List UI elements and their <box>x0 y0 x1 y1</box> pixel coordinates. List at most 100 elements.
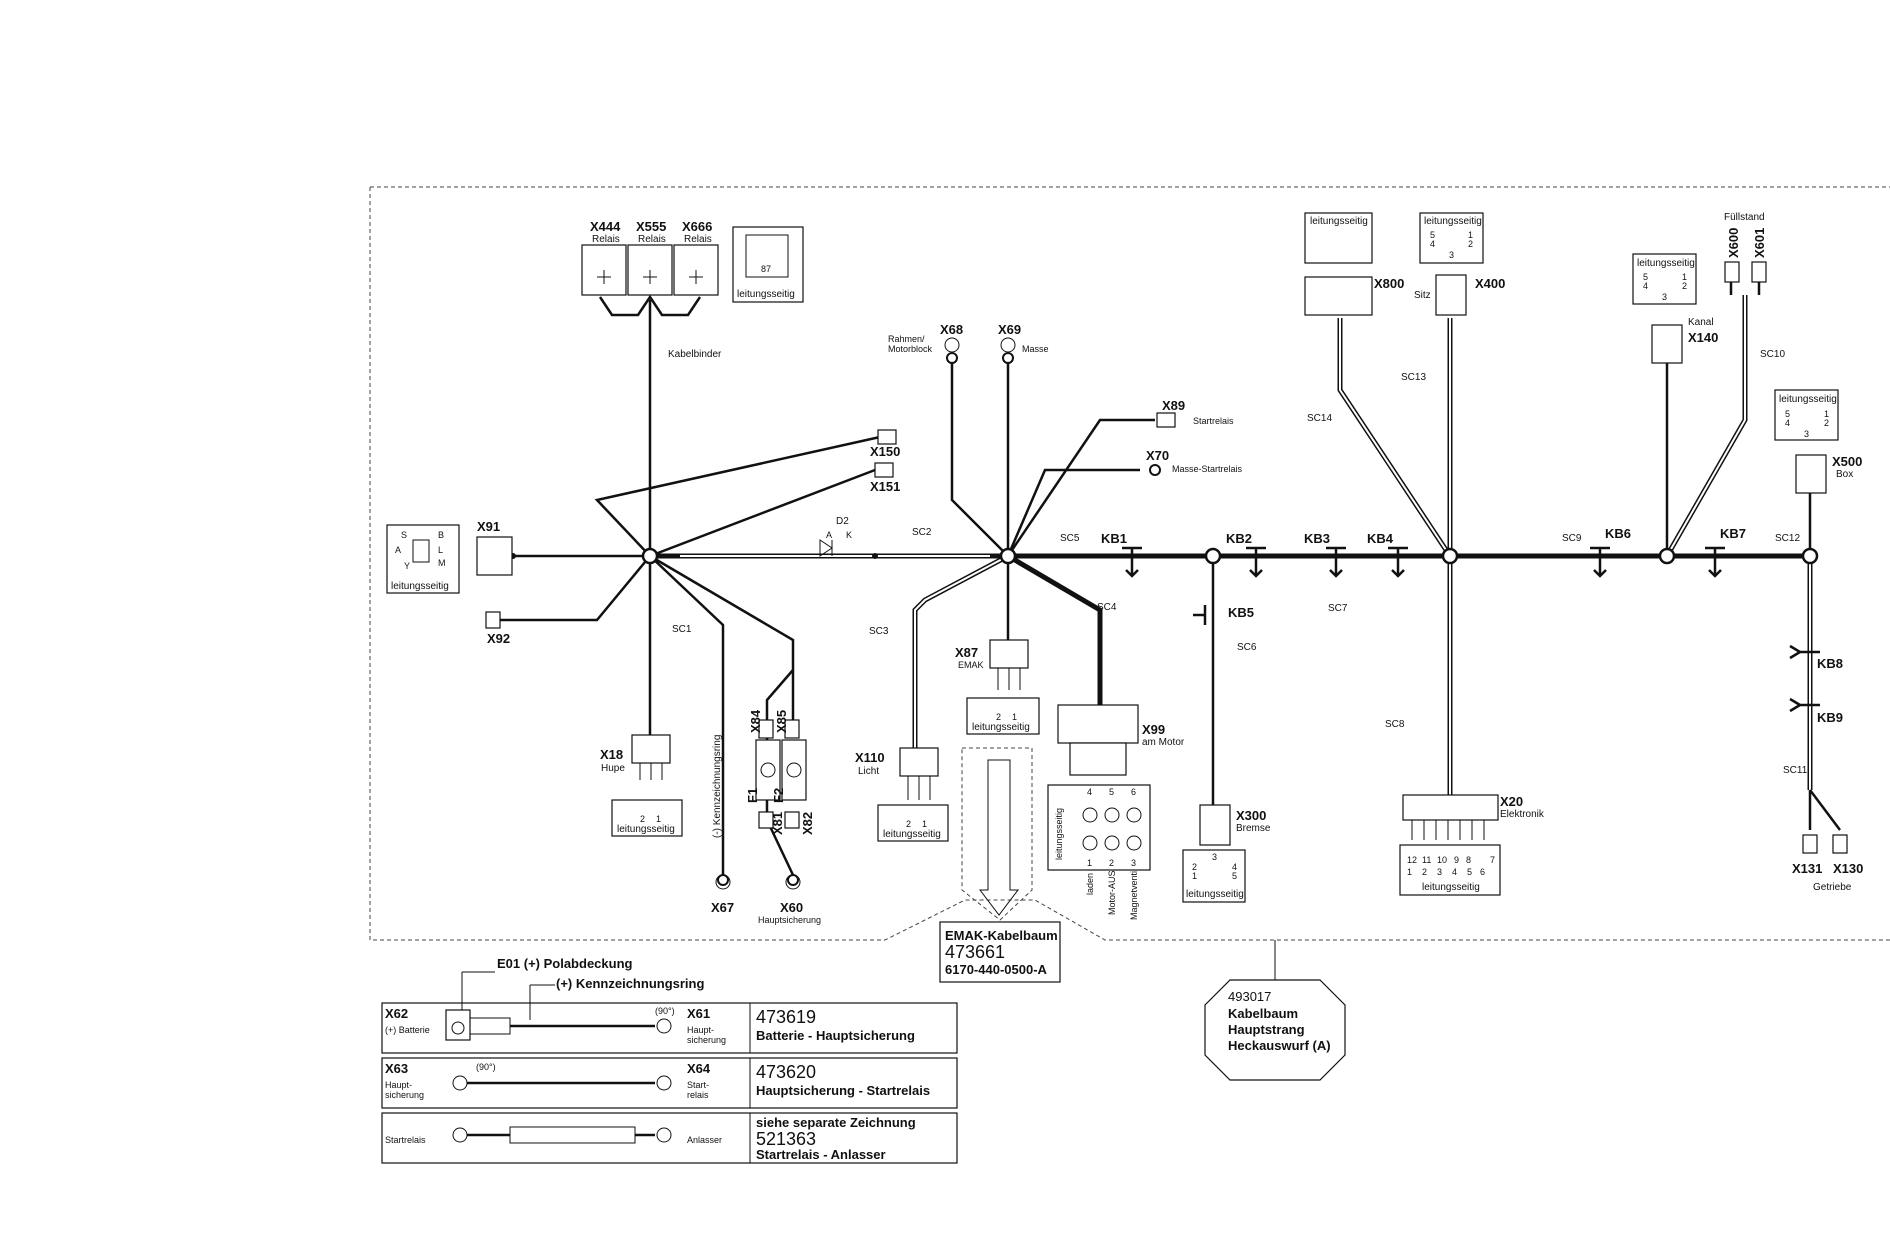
x99-func-laden: laden <box>1085 873 1095 895</box>
x20-pin: 2 <box>1422 867 1427 877</box>
x500-leitungsseitig: leitungsseitig <box>1779 394 1837 405</box>
x87-pin-1: 1 <box>1012 712 1017 722</box>
legend-row3-number: 521363 <box>756 1129 816 1149</box>
x110-pin-2: 2 <box>906 819 911 829</box>
x400-pin-1: 1 <box>1468 230 1473 240</box>
x400-pin-2: 2 <box>1468 239 1473 249</box>
legend-kennring: (+) Kennzeichnungsring <box>556 976 704 991</box>
f1-code: F1 <box>745 788 760 803</box>
x91-pin-y: Y <box>404 561 410 571</box>
octagon-line2: Hauptstrang <box>1228 1022 1305 1037</box>
x67-code: X67 <box>711 900 734 915</box>
sc3-label: SC3 <box>869 626 889 637</box>
x99-sub: am Motor <box>1142 737 1185 748</box>
f2-code: F2 <box>771 788 786 803</box>
legend-row1-right-sub2: sicherung <box>687 1035 726 1045</box>
kb4-label: KB4 <box>1367 531 1394 546</box>
x110-pin-1: 1 <box>922 819 927 829</box>
relay-leitungsseitig: leitungsseitig <box>737 289 795 300</box>
x600-code: X600 <box>1726 228 1741 258</box>
getriebe-label: Getriebe <box>1813 882 1852 893</box>
x91-pin-b: B <box>438 530 444 540</box>
octagon-number: 493017 <box>1228 989 1271 1004</box>
legend-row2-right-sub2: relais <box>687 1090 709 1100</box>
x99-pin-4: 4 <box>1087 787 1092 797</box>
x91-pin-m: M <box>438 558 446 568</box>
x140-pin-1: 1 <box>1682 272 1687 282</box>
x91-code: X91 <box>477 519 500 534</box>
x18-pin-2: 2 <box>640 814 645 824</box>
kb5-label: KB5 <box>1228 605 1254 620</box>
x69-code: X69 <box>998 322 1021 337</box>
x555-code: X555 <box>636 219 666 234</box>
wires <box>500 280 1841 880</box>
legend-row3-left: Startrelais <box>385 1135 426 1145</box>
x110-leitungsseitig: leitungsseitig <box>883 829 941 840</box>
sc12-label: SC12 <box>1775 533 1800 544</box>
legend-row3-right: Anlasser <box>687 1135 722 1145</box>
sc7-label: SC7 <box>1328 603 1348 614</box>
kennzeichnungsring-vertical: (-) Kennzeichnungsring <box>712 735 723 838</box>
x91-pin-a: A <box>395 545 401 555</box>
x150-code: X150 <box>870 444 900 459</box>
kabelbinder-label: Kabelbinder <box>668 349 722 360</box>
legend-row2-desc: Hauptsicherung - Startrelais <box>756 1083 930 1098</box>
x500-pin-3: 3 <box>1804 429 1809 439</box>
x99-func-motor: Motor-AUS <box>1107 870 1117 915</box>
x99-pin-1: 1 <box>1087 858 1092 868</box>
legend-row3-desc: Startrelais - Anlasser <box>756 1147 886 1162</box>
x400-pin-4: 4 <box>1430 239 1435 249</box>
d2-pin-k: K <box>846 530 852 540</box>
d2-pin-a: A <box>826 530 832 540</box>
x69-sub: Masse <box>1022 344 1049 354</box>
sc8-label: SC8 <box>1385 719 1405 730</box>
kb3-label: KB3 <box>1304 531 1330 546</box>
x20-pin: 7 <box>1490 855 1495 865</box>
x20-sub: Elektronik <box>1500 809 1545 820</box>
x300-code: X300 <box>1236 808 1266 823</box>
x300-leitungsseitig: leitungsseitig <box>1186 889 1244 900</box>
x68-sub1: Rahmen/ <box>888 334 925 344</box>
legend-row2-left-code: X63 <box>385 1061 408 1076</box>
x99-pin-3: 3 <box>1131 858 1136 868</box>
x92-code: X92 <box>487 631 510 646</box>
x555-sub: Relais <box>638 234 666 245</box>
legend-row2-left-sub2: sicherung <box>385 1090 424 1100</box>
x500-pin-1: 1 <box>1824 409 1829 419</box>
x89-code: X89 <box>1162 398 1185 413</box>
x99-func-magnet: Magnetventil <box>1129 869 1139 920</box>
harness-id-octagon <box>1204 940 1346 1081</box>
x20-pin: 5 <box>1467 867 1472 877</box>
x666-code: X666 <box>682 219 712 234</box>
kb8-label: KB8 <box>1817 656 1843 671</box>
x444-code: X444 <box>590 219 621 234</box>
relay-pin-87: 87 <box>761 264 771 274</box>
x20-pin: 8 <box>1466 855 1471 865</box>
x131-code: X131 <box>1792 861 1822 876</box>
x140-leitungsseitig: leitungsseitig <box>1637 258 1695 269</box>
x400-sub: Sitz <box>1414 290 1431 301</box>
x500-pin-2: 2 <box>1824 418 1829 428</box>
x444-sub: Relais <box>592 234 620 245</box>
x400-pin-5: 5 <box>1430 230 1435 240</box>
x400-leitungsseitig: leitungsseitig <box>1424 216 1482 227</box>
sc4-label: SC4 <box>1097 602 1117 613</box>
legend-row1-left-sub: (+) Batterie <box>385 1025 430 1035</box>
legend-row1-right-code: X61 <box>687 1006 710 1021</box>
sc5-label: SC5 <box>1060 533 1080 544</box>
x666-sub: Relais <box>684 234 712 245</box>
x70-code: X70 <box>1146 448 1169 463</box>
x81-code: X81 <box>770 812 785 835</box>
x20-pin: 9 <box>1454 855 1459 865</box>
x20-pin: 4 <box>1452 867 1457 877</box>
legend-row1-number: 473619 <box>756 1007 816 1027</box>
kb2-label: KB2 <box>1226 531 1252 546</box>
sc9-label: SC9 <box>1562 533 1582 544</box>
x91-leitungsseitig: leitungsseitig <box>391 581 449 592</box>
emak-code: 6170-440-0500-A <box>945 962 1048 977</box>
x300-pin-1: 1 <box>1192 871 1197 881</box>
emak-number: 473661 <box>945 942 1005 962</box>
x800-code: X800 <box>1374 276 1404 291</box>
sc10-label: SC10 <box>1760 349 1785 360</box>
